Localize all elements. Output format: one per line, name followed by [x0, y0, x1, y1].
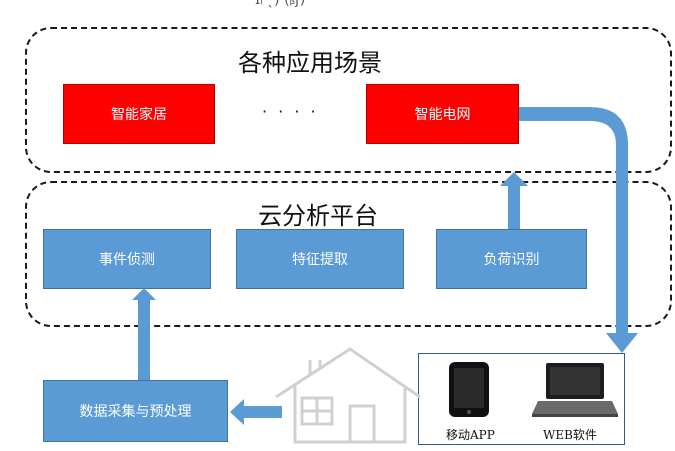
arrow-collect-to-event	[132, 288, 156, 380]
data-collection-box[interactable]: 数据采集与预处理	[43, 380, 228, 442]
feature-extraction-label: 特征提取	[292, 252, 348, 268]
scenario-group-title: 各种应用场景	[238, 49, 382, 77]
laptop-icon	[532, 363, 618, 417]
smart-home-box[interactable]: 智能家居	[63, 84, 215, 144]
arrow-load-to-grid	[500, 172, 528, 229]
smart-home-label: 智能家居	[111, 107, 167, 123]
load-identification-label: 负荷识别	[483, 252, 540, 268]
load-identification-box[interactable]: 负荷识别	[436, 229, 587, 289]
smart-grid-label: 智能电网	[414, 107, 471, 123]
scenario-group	[25, 27, 672, 173]
top-cut-text: ɪᵢ ˎ) (ᵦʃ)	[255, 0, 306, 8]
ellipsis: · · · ·	[262, 102, 319, 121]
feature-extraction-box[interactable]: 特征提取	[236, 229, 404, 289]
smart-grid-box[interactable]: 智能电网	[366, 84, 519, 144]
arrow-house-to-collect	[230, 399, 282, 425]
mobile-app-label: 移动APP	[446, 428, 495, 442]
event-detection-label: 事件侦测	[99, 252, 155, 268]
cloud-platform-group	[25, 181, 672, 327]
mobile-phone-icon	[449, 362, 489, 417]
data-collection-label: 数据采集与预处理	[79, 404, 192, 420]
arrow-grid-to-clients	[519, 107, 638, 353]
event-detection-box[interactable]: 事件侦测	[43, 229, 211, 289]
cloud-platform-title: 云分析平台	[258, 202, 378, 230]
house-icon	[275, 347, 421, 444]
web-software-label: WEB软件	[543, 428, 597, 442]
